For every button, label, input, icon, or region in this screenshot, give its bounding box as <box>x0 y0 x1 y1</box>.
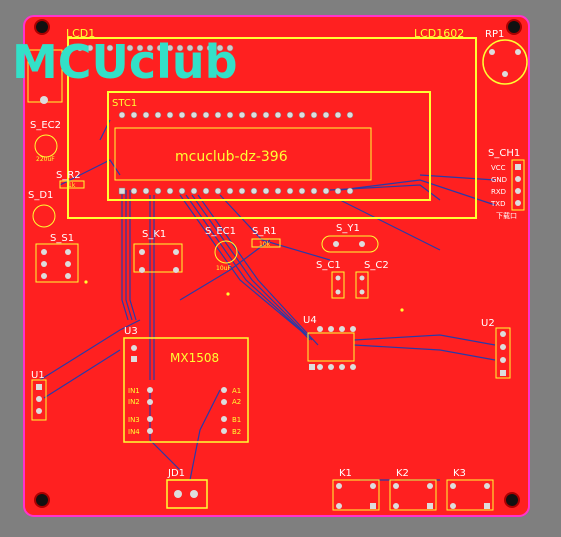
u1-outline <box>31 379 47 421</box>
s-d1-label: S_D1 <box>28 190 53 201</box>
b2-label: B2 <box>232 428 241 436</box>
s-ec1-outline <box>214 240 238 264</box>
lcd-outline <box>67 37 477 219</box>
s-s1-outline <box>35 243 79 283</box>
rp1-label: RP1 <box>485 29 504 40</box>
rp1-pads <box>489 49 521 77</box>
k1-outline <box>332 479 380 511</box>
key-pads <box>336 483 490 509</box>
s-y1-body <box>321 235 379 253</box>
s-y1-label: S_Y1 <box>336 223 360 234</box>
jd1-pads <box>174 490 198 498</box>
stc-outline <box>107 91 431 201</box>
s-c2-label: S_C2 <box>364 260 389 271</box>
s-c2-body <box>355 271 369 299</box>
stc-chip-body <box>114 127 372 181</box>
s-c-pads <box>335 275 365 295</box>
u2-label: U2 <box>481 318 495 329</box>
in3-label: IN3 <box>128 416 140 424</box>
lcd-label: LCD1602 <box>414 27 464 40</box>
k2-outline <box>389 479 437 511</box>
stc-pins-bottom <box>118 187 354 195</box>
u2-pads <box>500 331 506 376</box>
s-ec1-value: 10uF <box>216 265 231 272</box>
k3-label: K3 <box>453 468 466 479</box>
s-r1-label: S_R1 <box>252 226 277 237</box>
misc-markers <box>84 280 404 312</box>
u1-label: U1 <box>31 370 45 381</box>
s-k1-pads <box>139 249 179 273</box>
s-k1-label: S_K1 <box>142 229 166 240</box>
jd1-outline <box>166 479 208 509</box>
traces <box>39 119 496 481</box>
u3-outline <box>123 337 249 443</box>
left-connector-pad <box>40 96 48 104</box>
s-d1-outline <box>32 204 56 228</box>
s-k1-outline <box>133 243 183 273</box>
s-ec1-label: S_EC1 <box>205 226 236 237</box>
s-y1-pads <box>333 241 365 247</box>
s-ec2-outline <box>34 134 58 158</box>
u1-pads <box>36 384 42 414</box>
in2-label: IN2 <box>128 398 140 406</box>
s-ch1-label: S_CH1 <box>488 148 520 159</box>
k2-label: K2 <box>396 468 409 479</box>
pin-txd-label: TXD <box>490 200 505 208</box>
u2-outline <box>495 327 511 379</box>
stc-label: STC1 <box>112 98 137 109</box>
k1-label: K1 <box>339 468 352 479</box>
u3-power-pads <box>131 345 137 362</box>
u3-label: U3 <box>124 326 138 337</box>
mcuclub-watermark: MCUclub <box>12 35 238 89</box>
pin-gnd-label: GND <box>491 176 507 184</box>
in4-label: IN4 <box>128 428 140 436</box>
s-s1-pads <box>41 249 71 279</box>
u3-signal-pads <box>147 387 227 434</box>
mounting-holes <box>34 19 522 508</box>
s-r2-label: S_R2 <box>56 170 81 181</box>
download-port-label: 下载口 <box>496 211 517 220</box>
s-r1-body <box>251 238 281 248</box>
s-c1-label: S_C1 <box>316 260 341 271</box>
s-c1-body <box>331 271 345 299</box>
s-r2-body <box>59 180 85 189</box>
s-r1-value: 10k <box>259 241 271 248</box>
a2-label: A2 <box>232 398 241 406</box>
in1-label: IN1 <box>128 387 140 395</box>
k3-outline <box>446 479 494 511</box>
rp1-outline <box>482 39 528 85</box>
s-r2-value: 1k <box>68 182 76 189</box>
lcd-header-pads <box>76 44 234 52</box>
u4-label: U4 <box>303 315 317 326</box>
jd1-label: JD1 <box>167 468 185 479</box>
pin-rxd-label: RXD <box>491 188 506 196</box>
s-ch1-outline <box>511 159 525 211</box>
pin-vcc-label: VCC <box>491 164 506 172</box>
s-ec2-value: 220uF <box>36 156 55 163</box>
stc-pins-top <box>118 111 354 119</box>
s-ec2-label: S_EC2 <box>30 120 61 131</box>
mx1508-label: MX1508 <box>170 351 219 365</box>
lcd-ref-label: LCD1 <box>66 27 95 40</box>
b1-label: B1 <box>232 416 241 424</box>
a1-label: A1 <box>232 387 241 395</box>
u4-pads <box>309 326 356 370</box>
u4-outline <box>307 332 355 362</box>
s-ch1-pads <box>515 164 521 206</box>
board-name: mcuclub-dz-396 <box>175 149 288 165</box>
s-s1-label: S_S1 <box>50 233 74 244</box>
